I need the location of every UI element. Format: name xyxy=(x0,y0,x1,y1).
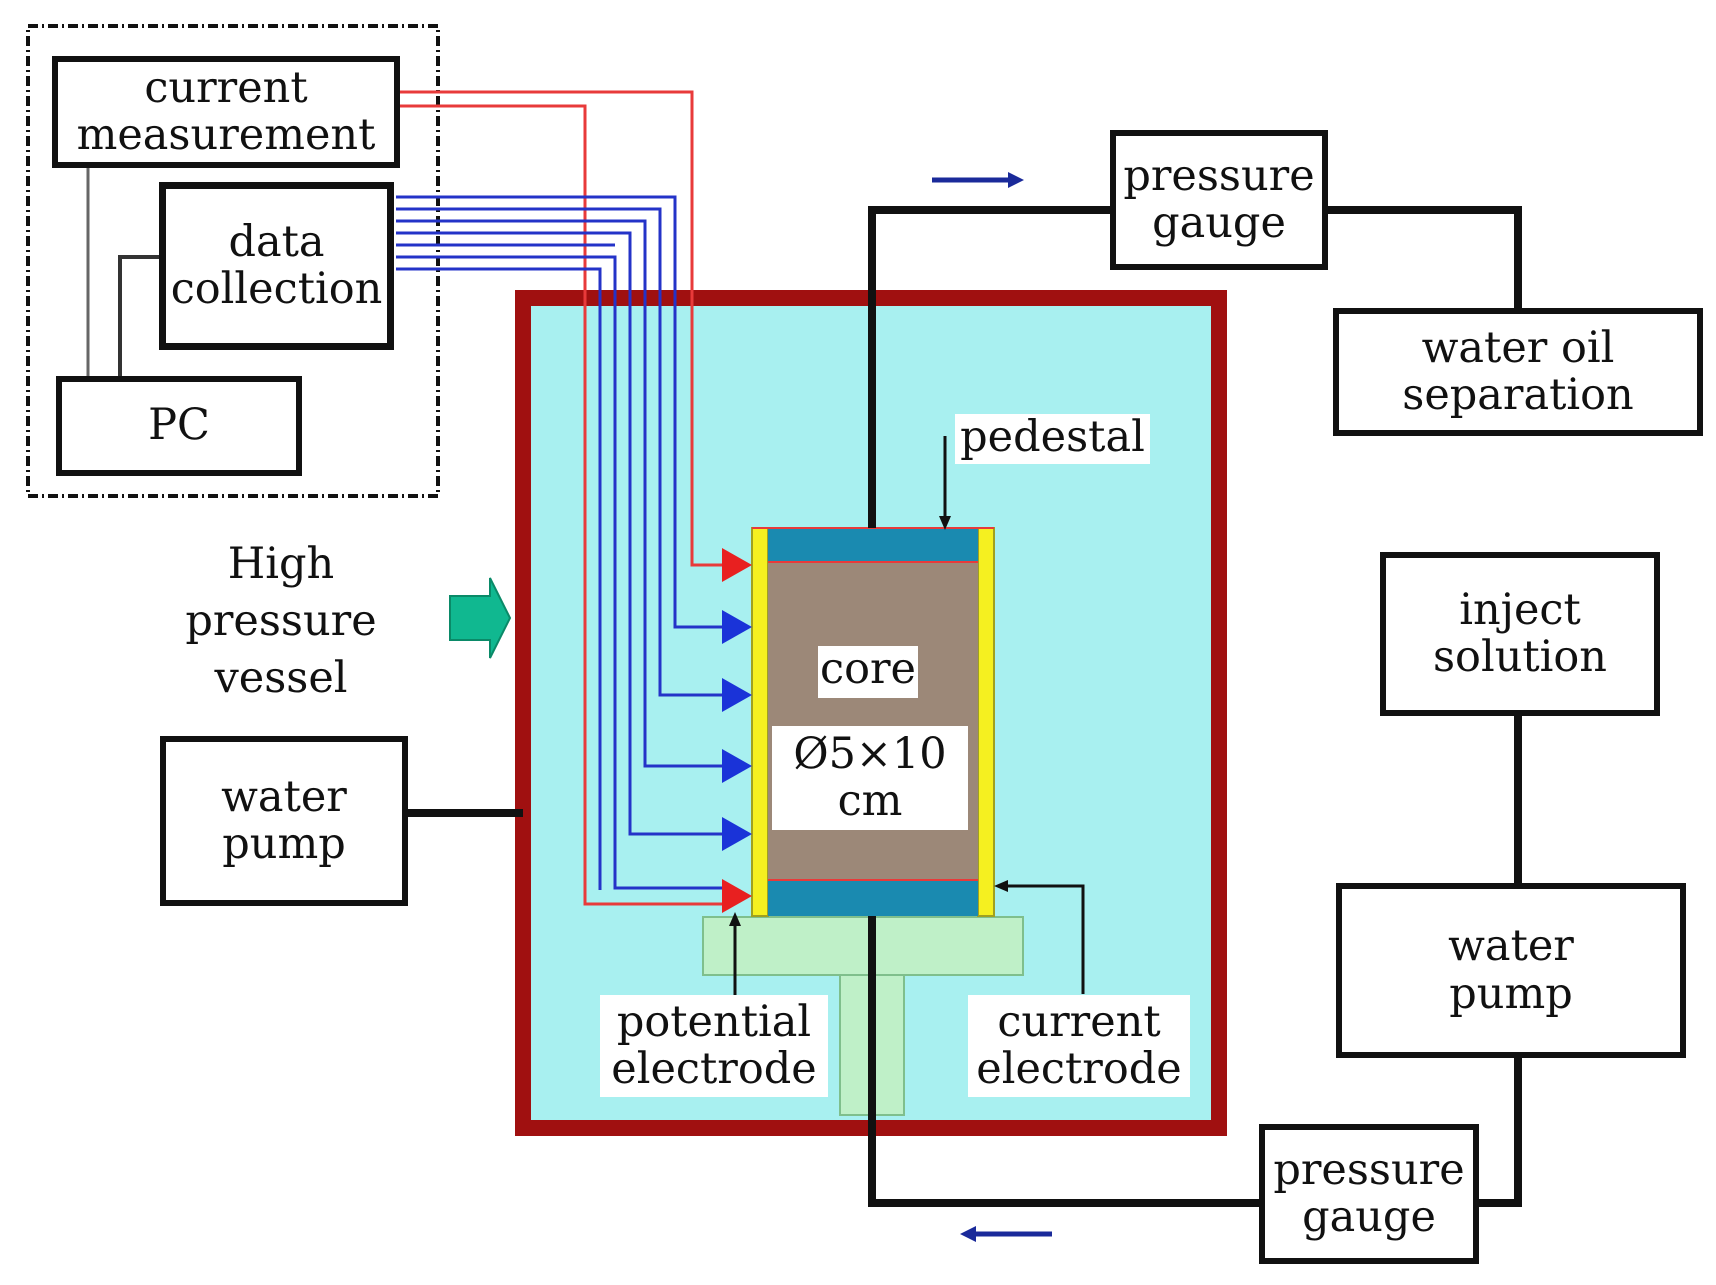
pc-box: PC xyxy=(56,376,302,476)
potential-wire-4 xyxy=(396,231,728,836)
pressure-gauge-bottom-line-2: gauge xyxy=(1302,1192,1436,1242)
top-end-cap xyxy=(768,528,978,562)
current-electrode-line-2: electrode xyxy=(976,1044,1182,1094)
water-pump-left-box: water pump xyxy=(160,736,408,906)
pressure-gauge-top-box: pressure gauge xyxy=(1110,130,1328,270)
data-collection-box: data collection xyxy=(159,182,394,350)
water-pump-left-line-1: water xyxy=(221,771,347,822)
potential-wire-6 xyxy=(396,255,728,890)
current-electrode-arrow-top xyxy=(722,548,752,582)
high-pressure-vessel-label: High pressure vessel xyxy=(176,536,386,707)
current-wire-top xyxy=(398,90,728,567)
current-electrode-pointer xyxy=(1005,884,1085,994)
separation-pipe xyxy=(1325,206,1522,312)
pedestal-base xyxy=(702,916,1024,976)
vessel-label-line-1: High xyxy=(227,539,335,589)
water-pump-right-line-2: pump xyxy=(1449,968,1573,1019)
potential-electrode-label: potential electrode xyxy=(600,995,828,1097)
water-pump-left-line-2: pump xyxy=(222,819,346,869)
current-measurement-line-2: measurement xyxy=(76,110,376,160)
potential-electrode-arrow-4 xyxy=(722,817,752,851)
core-label: core xyxy=(818,644,918,698)
control-panel-frame xyxy=(26,24,440,498)
water-oil-separation-line-2: separation xyxy=(1402,370,1634,420)
potential-electrode-arrow-1 xyxy=(722,610,752,644)
potential-wire-2 xyxy=(396,207,728,697)
pedestal-text: pedestal xyxy=(960,412,1145,462)
potential-electrode-line-2: electrode xyxy=(611,1044,817,1094)
pedestal-pointer-head xyxy=(939,516,951,530)
water-pump-right-line-1: water xyxy=(1448,921,1574,972)
core-text: core xyxy=(820,644,916,694)
current-electrode-pointer-head xyxy=(994,880,1008,892)
pc-label: PC xyxy=(148,400,210,451)
data-collection-line-1: data xyxy=(228,216,325,267)
collection-pc-link xyxy=(118,255,160,378)
potential-wire-3 xyxy=(396,219,728,768)
current-electrode-line-1: current xyxy=(997,996,1161,1047)
core-holder-side-left xyxy=(751,527,769,917)
core-size-label: Ø5×10 cm xyxy=(772,726,968,830)
pressure-gauge-bottom-line-1: pressure xyxy=(1273,1144,1465,1195)
water-oil-separation-line-1: water oil xyxy=(1421,322,1615,373)
flow-in-arrowhead xyxy=(960,1226,976,1242)
pump-gauge-pipe xyxy=(1478,1052,1522,1207)
potential-electrode-pointer-head xyxy=(729,912,741,926)
pedestal-label: pedestal xyxy=(955,412,1150,464)
core-size-line-1: Ø5×10 xyxy=(793,728,947,779)
flow-out-arrowhead xyxy=(1008,172,1024,188)
potential-electrode-arrow-2 xyxy=(722,678,752,712)
water-pump-right-box: water pump xyxy=(1336,883,1686,1058)
water-oil-separation-box: water oil separation xyxy=(1333,308,1703,436)
inject-solution-line-1: inject xyxy=(1459,584,1581,635)
current-electrode-arrow-bottom xyxy=(722,879,752,913)
inject-solution-line-2: solution xyxy=(1432,632,1607,682)
current-electrode-label: current electrode xyxy=(968,995,1190,1097)
pressure-gauge-top-line-2: gauge xyxy=(1152,198,1286,248)
pressure-gauge-top-line-1: pressure xyxy=(1123,150,1315,201)
current-measurement-line-1: current xyxy=(144,62,308,113)
vessel-pressure-arrow xyxy=(449,577,512,659)
current-measurement-box: current measurement xyxy=(52,56,400,168)
potential-electrode-arrow-3 xyxy=(722,749,752,783)
current-wire-bottom xyxy=(398,104,728,906)
outlet-pipe xyxy=(868,206,1115,528)
bottom-end-cap xyxy=(768,880,978,916)
core-size-line-2: cm xyxy=(837,776,903,826)
potential-electrode-line-1: potential xyxy=(616,996,812,1047)
core-sample xyxy=(768,562,978,880)
core-holder-side-right xyxy=(977,527,995,917)
vessel-label-line-2: pressure xyxy=(185,596,377,646)
data-collection-line-2: collection xyxy=(170,264,383,314)
inject-solution-box: inject solution xyxy=(1380,552,1660,716)
pressure-gauge-bottom-box: pressure gauge xyxy=(1259,1124,1479,1264)
potential-wire-1 xyxy=(396,195,728,629)
inlet-pipe xyxy=(868,916,1265,1207)
potential-wire-7 xyxy=(396,267,602,890)
vessel-label-line-3: vessel xyxy=(214,653,348,703)
